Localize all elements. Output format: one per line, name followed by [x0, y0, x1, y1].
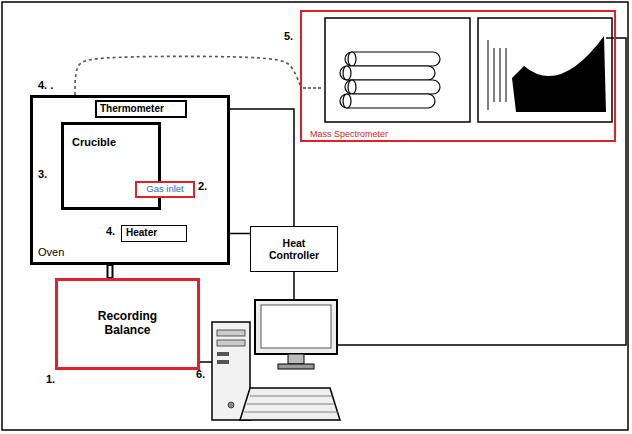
- balance-stem: [107, 265, 114, 278]
- connector-group: [110, 265, 111, 278]
- outer-frame: [2, 2, 628, 430]
- callout-number: 4.: [106, 225, 115, 237]
- callout-number: 3.: [38, 168, 47, 180]
- node-text: Recording Balance: [88, 310, 168, 338]
- heat-controller-box: Heat Controller: [250, 226, 338, 272]
- node-text: Crucible: [72, 136, 116, 149]
- balance-wire: [200, 361, 212, 363]
- callout-number: 6.: [196, 368, 205, 380]
- computer-icon: [212, 300, 340, 420]
- thermometer-box: Thermometer: [95, 100, 187, 118]
- mass-spectrometer-box: Mass Spectrometer: [300, 10, 616, 142]
- node-text: Thermometer: [100, 103, 164, 115]
- callout-number: 2.: [198, 180, 207, 192]
- node-text: Heat Controller: [259, 237, 329, 261]
- detector-housing: [478, 18, 612, 122]
- node-text: Heater: [126, 227, 157, 239]
- inlet-capillary: [303, 87, 322, 89]
- quadrupole-rods: [340, 52, 440, 108]
- node-text: Mass Spectrometer: [310, 129, 388, 139]
- gas-transfer-line: [75, 56, 300, 95]
- node-text: Gas inlet: [146, 184, 184, 195]
- quadrupole-housing: [325, 18, 470, 122]
- signal-wire: [337, 38, 626, 345]
- gas-inlet-box: Gas inlet: [135, 181, 195, 198]
- control-wire: [293, 272, 295, 300]
- callout-number: 5.: [284, 30, 293, 42]
- callout-number: 1.: [46, 373, 55, 385]
- grid-plates: [488, 40, 506, 110]
- stem-inner: [109, 266, 112, 277]
- recording-balance-box: Recording Balance: [55, 278, 200, 370]
- callout-number: 4. .: [38, 79, 53, 91]
- node-text: Oven: [38, 246, 64, 259]
- heater-box: Heater: [121, 225, 187, 242]
- detector-horn: [512, 36, 606, 112]
- connector-group: [75, 56, 300, 95]
